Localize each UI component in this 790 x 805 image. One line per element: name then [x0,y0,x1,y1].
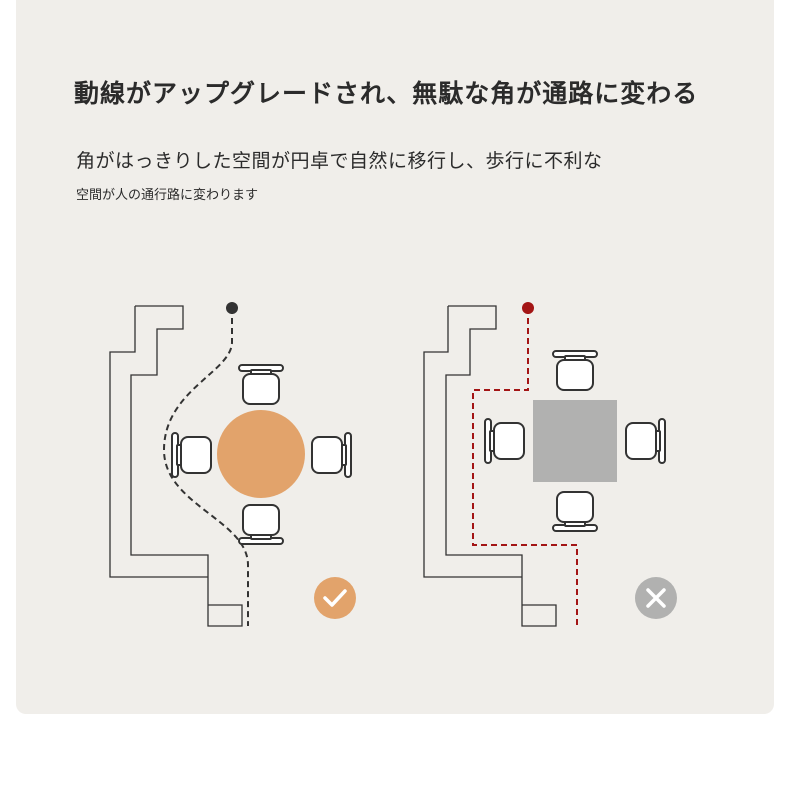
chair-left-left [171,432,212,478]
round-table-layout [109,302,356,627]
description-line-1: 角がはっきりした空間が円卓で自然に移行し、歩行に不利な [76,150,603,172]
chair-bottom-right [552,491,598,532]
chair-bottom-left [238,504,284,545]
bad-badge [635,577,677,619]
wall-outline-left [109,305,243,627]
chair-right-right [625,418,666,464]
chair-top-left [238,364,284,405]
path-start-dot-left [226,302,238,314]
chair-left-right [484,418,525,464]
check-icon [323,589,347,607]
headline: 動線がアップグレードされ、無駄な角が通路に変わる [74,79,699,108]
square-table-layout [423,302,677,627]
path-start-dot-right [522,302,534,314]
good-badge [314,577,356,619]
chair-top-right [552,350,598,391]
round-table [217,410,305,498]
square-table [533,400,617,482]
chair-right-left [311,432,352,478]
walking-path-left [162,308,249,626]
wall-outline-right [423,305,557,627]
cross-icon [646,588,666,608]
walking-path-right [472,308,578,626]
description-line-2: 空間が人の通行路に変わります [76,188,259,203]
